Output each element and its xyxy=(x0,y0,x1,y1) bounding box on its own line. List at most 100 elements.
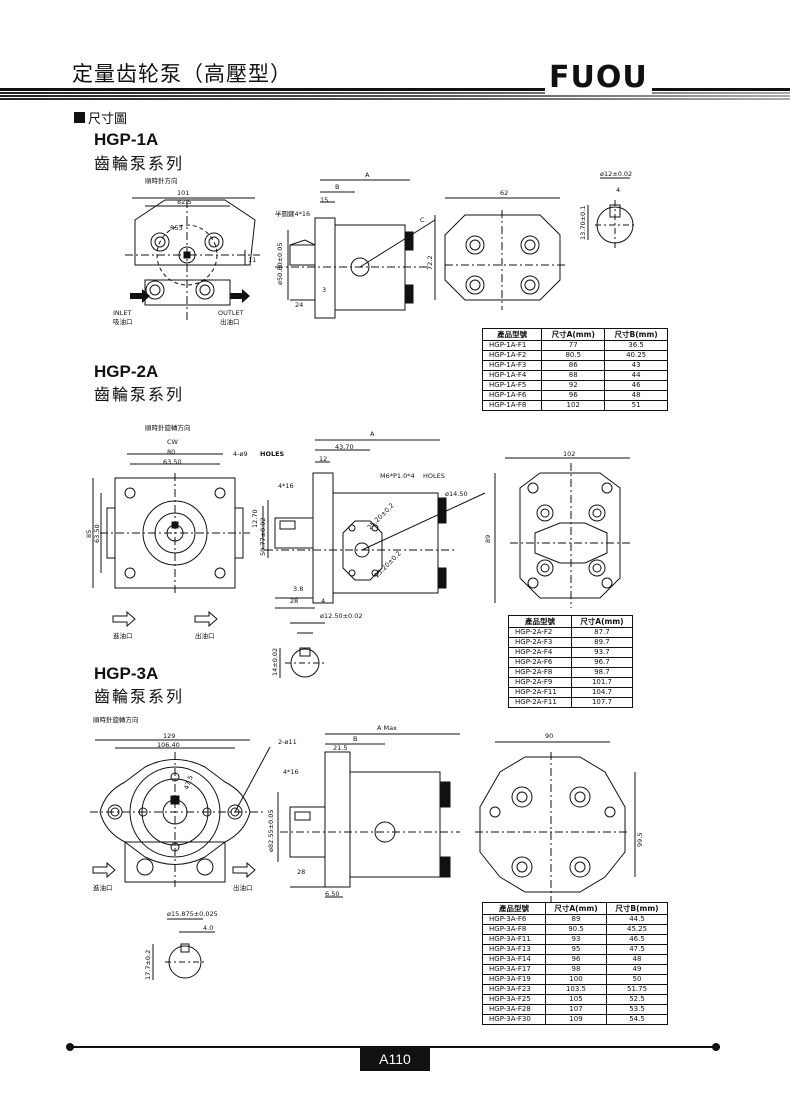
hgp1a-rotation-label: 順時針方向 xyxy=(145,176,178,185)
svg-text:21.5: 21.5 xyxy=(333,744,347,752)
svg-text:6.50: 6.50 xyxy=(325,890,339,898)
outlet-arrow-icon xyxy=(232,861,256,879)
inlet-arrow-icon xyxy=(112,610,136,628)
hgp1a-drawing: 順時針方向 101 82.5 R53 11 半圓鍵4*16 15 A B 24 … xyxy=(113,170,635,326)
svg-text:3.8: 3.8 xyxy=(293,585,303,593)
section-label: 尺寸圖 xyxy=(74,108,127,127)
svg-text:ø50.80±0.05: ø50.80±0.05 xyxy=(276,242,284,285)
svg-text:47.5: 47.5 xyxy=(182,774,194,790)
svg-text:M6*P1.0*4: M6*P1.0*4 xyxy=(380,472,415,480)
svg-text:129: 129 xyxy=(163,732,175,740)
section-label-text: 尺寸圖 xyxy=(88,112,128,127)
outlet-arrow-icon xyxy=(194,610,218,628)
hgp1a-front-outline xyxy=(134,199,256,266)
svg-text:進油口: 進油口 xyxy=(113,631,133,640)
svg-text:順時針旋轉方向: 順時針旋轉方向 xyxy=(93,715,139,724)
svg-text:B: B xyxy=(335,183,339,191)
svg-text:24: 24 xyxy=(295,301,303,309)
svg-text:A Max: A Max xyxy=(377,724,397,732)
svg-text:R53: R53 xyxy=(170,224,183,232)
svg-text:ø82.55±0.05: ø82.55±0.05 xyxy=(267,809,275,852)
svg-text:進油口: 進油口 xyxy=(93,883,113,892)
svg-text:ø15.875±0.025: ø15.875±0.025 xyxy=(167,910,218,918)
svg-text:ø12±0.02: ø12±0.02 xyxy=(600,170,632,178)
svg-text:28: 28 xyxy=(290,597,298,605)
svg-text:4*16: 4*16 xyxy=(283,768,299,776)
svg-text:85: 85 xyxy=(85,530,93,538)
svg-text:99.5: 99.5 xyxy=(636,833,644,847)
svg-text:出油口: 出油口 xyxy=(233,883,253,892)
svg-text:43.70: 43.70 xyxy=(335,443,354,451)
svg-text:CW: CW xyxy=(167,438,179,446)
svg-text:62: 62 xyxy=(500,189,508,197)
svg-text:15: 15 xyxy=(320,196,328,204)
svg-text:A: A xyxy=(365,171,370,179)
svg-text:80: 80 xyxy=(167,448,175,456)
svg-text:12.70: 12.70 xyxy=(251,509,259,528)
table-header-row: 產品型號 尺寸A(mm) 尺寸B(mm) xyxy=(482,902,668,915)
table-header-row: 產品型號 尺寸A(mm) xyxy=(508,615,634,628)
svg-text:4*16: 4*16 xyxy=(278,482,294,490)
svg-text:4-ø9: 4-ø9 xyxy=(233,450,248,458)
svg-text:ø14.50: ø14.50 xyxy=(445,490,468,498)
page-title: 定量齿轮泵（高壓型） xyxy=(72,62,292,86)
svg-text:3: 3 xyxy=(322,286,326,294)
header-stripe xyxy=(0,88,790,100)
svg-text:17.7±0.2: 17.7±0.2 xyxy=(144,950,152,980)
table-header-row: 產品型號 尺寸A(mm) 尺寸B(mm) xyxy=(481,328,668,341)
svg-text:50.77±0.02: 50.77±0.02 xyxy=(259,517,267,556)
svg-text:HOLES: HOLES xyxy=(423,472,445,480)
model-title-hgp2a: HGP-2A xyxy=(94,362,159,381)
svg-text:28: 28 xyxy=(297,868,305,876)
model-title-hgp1a: HGP-1A xyxy=(94,130,159,149)
svg-text:出油口: 出油口 xyxy=(195,631,215,640)
outlet-arrow-icon xyxy=(230,289,250,303)
svg-text:72.2: 72.2 xyxy=(426,256,434,270)
svg-text:OUTLET: OUTLET xyxy=(218,309,244,317)
svg-text:12: 12 xyxy=(319,455,327,463)
svg-text:102: 102 xyxy=(563,450,575,458)
logo-text: FUOU xyxy=(549,60,648,95)
svg-text:90: 90 xyxy=(545,732,553,740)
svg-text:25.20±0.2: 25.20±0.2 xyxy=(366,501,396,531)
svg-text:4: 4 xyxy=(616,186,620,194)
svg-text:11: 11 xyxy=(248,256,256,264)
series-title-hgp3a: 齒輪泵系列 xyxy=(94,687,185,706)
svg-text:4: 4 xyxy=(321,597,325,605)
inlet-arrow-icon xyxy=(92,861,116,879)
svg-text:吸油口: 吸油口 xyxy=(113,317,133,326)
footer-dot-right-icon xyxy=(712,1043,720,1051)
svg-text:63.50: 63.50 xyxy=(93,524,101,543)
svg-text:13.70±0.1: 13.70±0.1 xyxy=(579,206,587,240)
svg-text:2-ø11: 2-ø11 xyxy=(278,738,297,746)
hgp3a-drawing: 順時針旋轉方向 129 106.40 2-ø11 4*16 A Max B 21… xyxy=(90,715,644,980)
svg-text:14±0.02: 14±0.02 xyxy=(271,648,279,676)
series-title-hgp2a: 齒輪泵系列 xyxy=(94,385,185,404)
svg-text:63.50: 63.50 xyxy=(163,458,182,466)
svg-text:順時針旋轉方向: 順時針旋轉方向 xyxy=(145,423,191,432)
hgp2a-drawing: 順時針旋轉方向 CW 80 63.50 4-ø9 HOLES 43.70 A 1… xyxy=(85,423,630,678)
svg-text:101: 101 xyxy=(177,189,189,197)
